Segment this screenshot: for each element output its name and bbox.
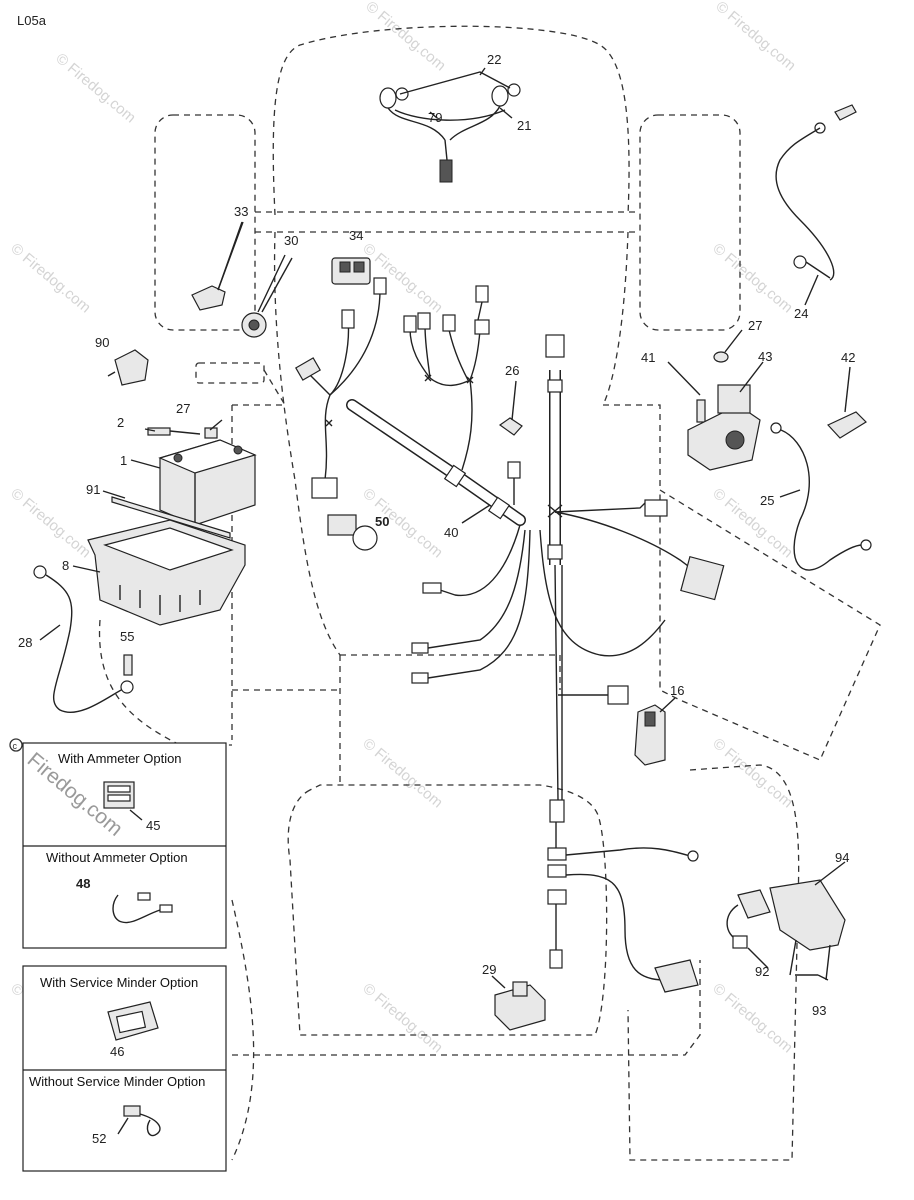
service-minder-option-box: With Service Minder Option 46 Without Se… [22,965,227,1172]
callout-16: 16 [670,683,684,698]
callout-29: 29 [482,962,496,977]
callout-34: 34 [349,228,363,243]
svg-text:c: c [13,741,18,751]
callout-labels: 22 79 21 33 30 34 90 2 27 1 91 8 28 55 2… [18,52,855,1018]
terminal-boot [827,411,867,439]
callout-33: 33 [234,204,248,219]
with-service-minder-title: With Service Minder Option [40,975,198,990]
callout-48: 48 [76,876,90,891]
leader-lines [39,67,851,989]
callout-79: 79 [428,110,442,125]
callout-52: 52 [92,1131,106,1146]
watermark: © Firedog.com [7,485,93,561]
callout-93: 93 [812,1003,826,1018]
ignition-parts [191,221,286,338]
diagram-code: L05a [17,13,47,28]
switch-29 [494,959,699,1031]
module-group [726,879,846,981]
callout-91: 91 [86,482,100,497]
watermark: © Firedog.com [709,980,795,1056]
watermark: © Firedog.com [712,0,798,74]
watermark: © Firedog.com [359,485,445,561]
callout-27: 27 [176,401,190,416]
callout-21: 21 [517,118,531,133]
callout-42: 42 [841,350,855,365]
without-service-minder-title: Without Service Minder Option [29,1074,205,1089]
part-90 [107,349,149,386]
battery-strap [111,496,231,539]
headlight-bulb-left [379,87,397,109]
callout-46: 46 [110,1044,124,1059]
solenoid-group [687,351,872,571]
watermark: © Firedog.com [709,735,795,811]
callout-45: 45 [146,818,160,833]
watermark: © Firedog.com [709,240,795,316]
ground-cable-28 [33,565,134,713]
callout-55: 55 [120,629,134,644]
switch-16 [634,704,666,766]
bolt [147,427,171,436]
bolt-41 [696,399,706,423]
callout-90: 90 [95,335,109,350]
key [191,285,226,311]
callout-43: 43 [758,349,772,364]
callout-41: 41 [641,350,655,365]
watermark: © Firedog.com [359,980,445,1056]
callout-2: 2 [117,415,124,430]
jumper-plug [123,1105,141,1117]
main-harness [295,277,725,981]
watermark: © Firedog.com [362,0,448,74]
callout-92: 92 [755,964,769,979]
headlight-bulb-right [491,85,509,107]
without-ammeter-title: Without Ammeter Option [46,850,188,865]
callout-27: 27 [748,318,762,333]
watermark: © Firedog.com [52,50,138,126]
module-94 [769,879,846,951]
callout-24: 24 [794,306,808,321]
callout-8: 8 [62,558,69,573]
headlight-harness [379,71,521,183]
watermark: © Firedog.com [7,240,93,316]
bolt-55 [123,654,133,676]
headlight-connector [439,159,453,183]
switch-34 [331,257,371,285]
callout-25: 25 [760,493,774,508]
watermark: © Firedog.com [359,240,445,316]
callout-26: 26 [505,363,519,378]
battery-group [87,427,257,626]
callout-1: 1 [120,453,127,468]
chassis-outline [98,25,881,1161]
ammeter-option-box: With Ammeter Option 45 Without Ammeter O… [22,742,227,949]
callout-30: 30 [284,233,298,248]
with-ammeter-title: With Ammeter Option [58,751,182,766]
callout-22: 22 [487,52,501,67]
watermark: © Firedog.com [359,735,445,811]
battery-cable-24 [775,104,857,281]
callout-50: 50 [375,514,389,529]
callout-40: 40 [444,525,458,540]
callout-28: 28 [18,635,32,650]
callout-94: 94 [835,850,849,865]
